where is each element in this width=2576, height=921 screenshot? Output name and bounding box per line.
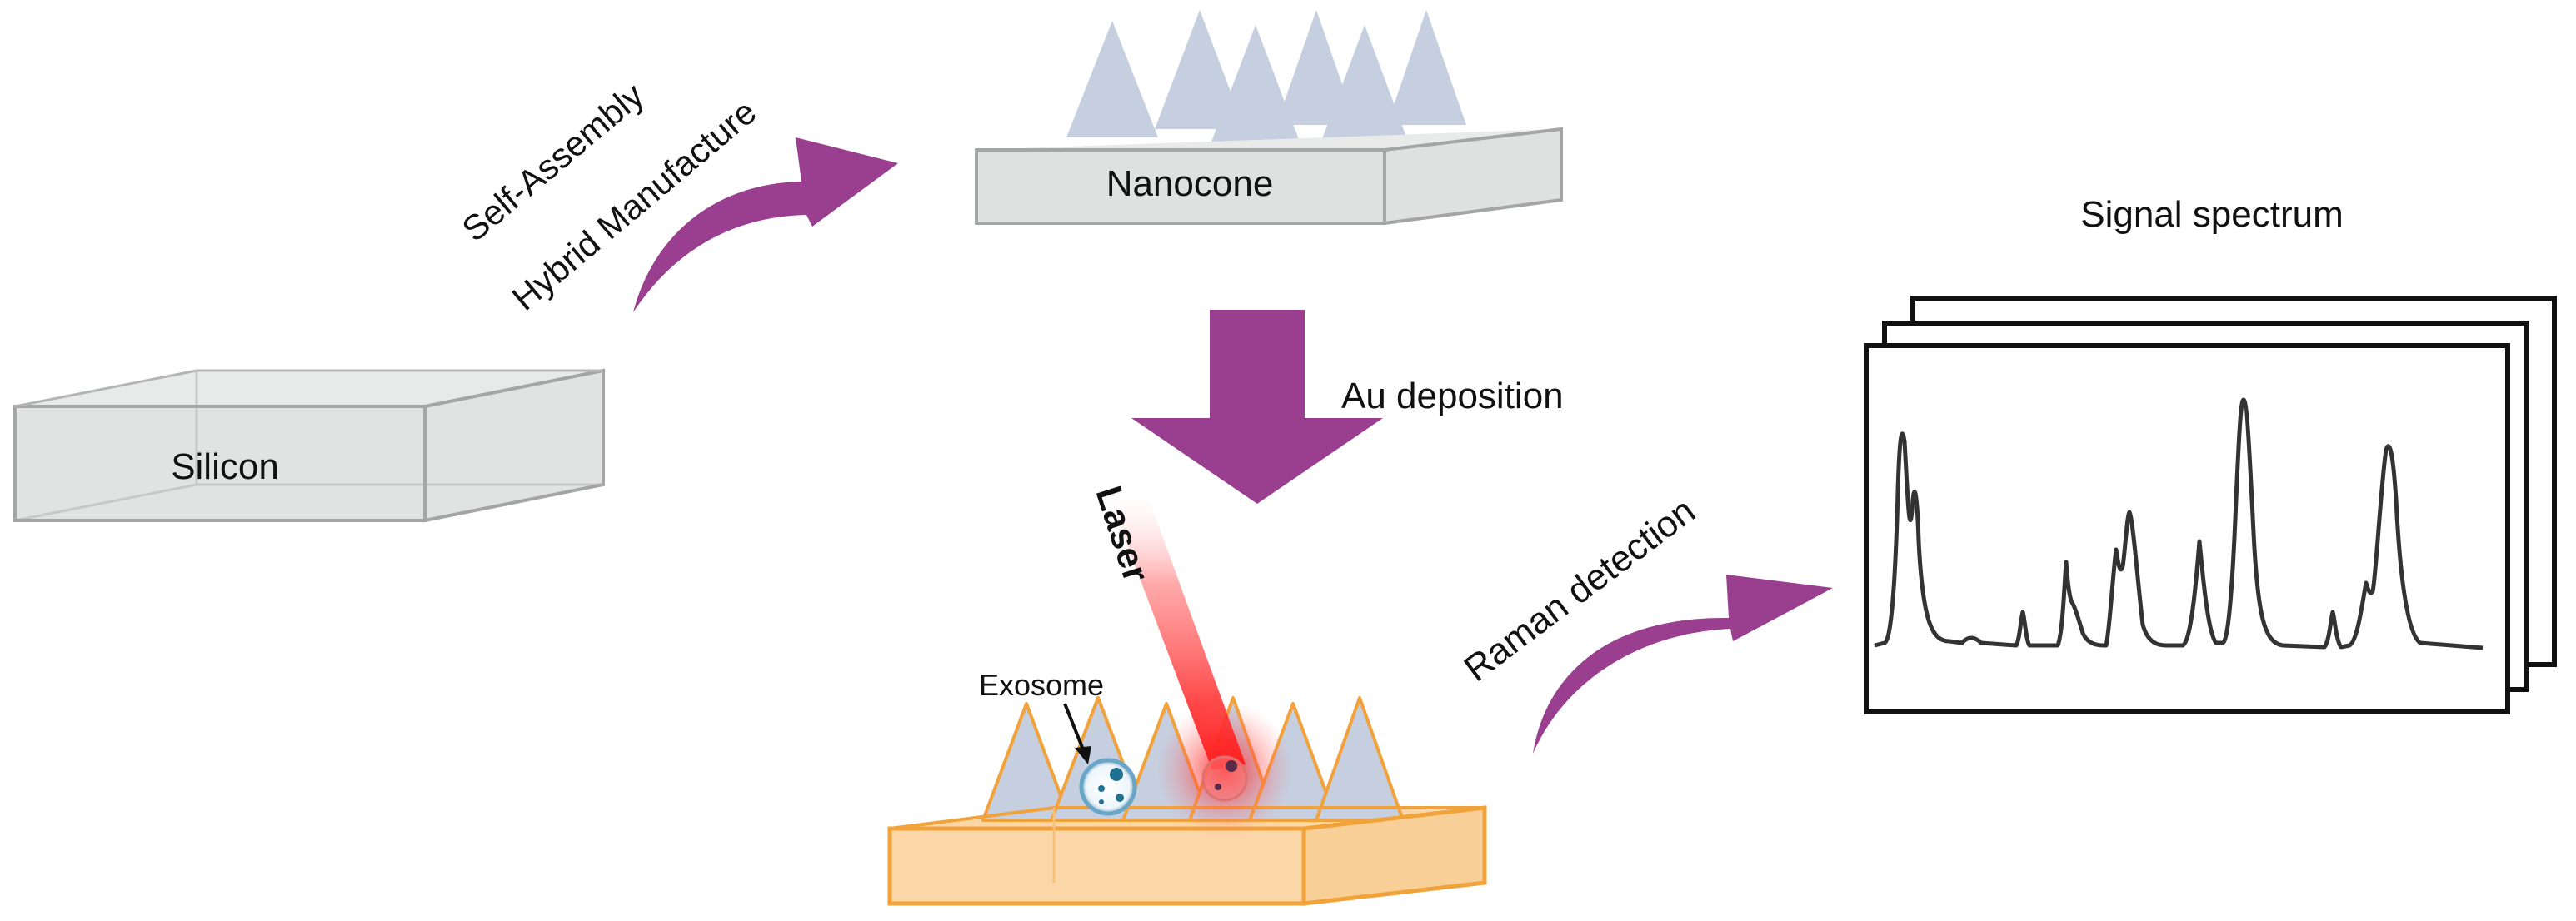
nanocone-label: Nanocone: [1106, 163, 1274, 204]
silicon-label: Silicon: [171, 446, 279, 487]
raman-spectrum-trace: [1874, 397, 2484, 650]
exosome-label: Exosome: [979, 668, 1104, 702]
exosome-under-laser: [1201, 755, 1248, 802]
laser-beam: [1104, 483, 1246, 770]
au-deposition-label: Au deposition: [1341, 376, 1564, 416]
signal-spectrum-title: Signal spectrum: [2080, 194, 2343, 235]
fabrication-arrow: [633, 137, 898, 312]
raman-detection-arrow: [1533, 575, 1833, 754]
exosome-particle: [1079, 758, 1137, 816]
silicon-block: [13, 368, 605, 523]
nanocone-substrate: [975, 10, 1563, 226]
exosome-pointer-arrow: [1063, 703, 1091, 764]
spectrum-frames: [1864, 296, 2557, 714]
raman-detection-label: Raman detection: [1457, 490, 1703, 690]
au-deposition-arrow: [1131, 310, 1383, 504]
